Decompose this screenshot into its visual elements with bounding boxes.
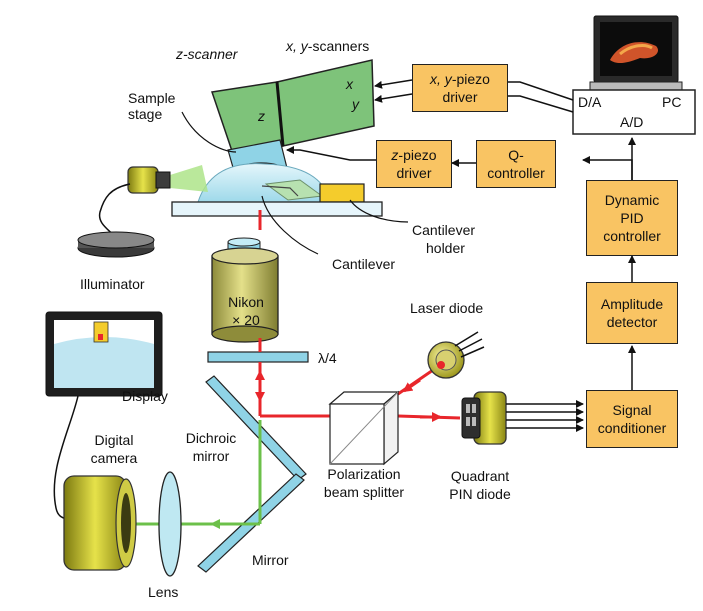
pc-label: PC <box>662 94 682 110</box>
sig-line-2: conditioner <box>597 420 667 436</box>
laser-arrowheads <box>255 370 442 422</box>
sig-line-1: Signal <box>612 402 652 418</box>
leader-lines <box>181 111 409 255</box>
q-controller-line-1: Q- <box>508 147 524 163</box>
cantilever-holder <box>319 183 365 203</box>
amplitude-detector: Amplitude detector <box>586 282 678 344</box>
imaging-lens <box>158 471 182 577</box>
z-piezo-driver: z-piezo driver <box>376 140 452 188</box>
pc-monitor <box>589 15 683 91</box>
amp-line-2: detector <box>606 314 658 330</box>
quadrant-label-2: PIN diode <box>449 486 511 502</box>
digital-camera <box>63 475 137 571</box>
sample-stage-label-2: stage <box>128 106 163 122</box>
pc-da-label: D/A <box>578 94 602 110</box>
q-controller-line-2: controller <box>487 165 545 181</box>
laser-diode-device <box>427 331 485 379</box>
signal-lines <box>506 400 584 432</box>
quadrant-label-1: Quadrant <box>450 468 510 484</box>
lambda4-label: λ/4 <box>318 350 337 366</box>
z-scanner-label: z-scanner <box>176 46 238 62</box>
laser-diode-label: Laser diode <box>410 300 484 316</box>
sample-stage-label-1: Sample <box>128 90 176 106</box>
cantilever-holder-label-2: holder <box>426 240 465 256</box>
lens-label: Lens <box>148 584 179 600</box>
mirror-label: Mirror <box>252 552 289 568</box>
xy-scanners-label: x, y-scanners <box>286 38 369 55</box>
dichroic-label-1: Dichroic <box>185 430 237 446</box>
pid-line-2: PID <box>620 210 644 226</box>
q-controller: Q- controller <box>476 140 556 188</box>
imaging-beam <box>130 420 262 526</box>
illuminator-base <box>77 231 155 258</box>
illuminator-label: Illuminator <box>80 276 145 292</box>
pid-line-3: controller <box>603 228 661 244</box>
cantilever-label: Cantilever <box>332 256 396 272</box>
dichroic-label-2: mirror <box>192 448 230 464</box>
z-driver-line-2: driver <box>396 165 432 181</box>
illuminator-head <box>98 165 208 239</box>
objective-label-2: × 20 <box>232 312 260 328</box>
axis-z-label: z <box>258 108 265 124</box>
display-label: Display <box>122 388 168 404</box>
display-monitor <box>45 311 163 397</box>
xy-scanners-word: -scanners <box>307 38 370 54</box>
quadrant-pin-diode <box>461 391 507 445</box>
digital-camera-label-2: camera <box>90 450 138 466</box>
xy-scanner-block <box>275 59 375 147</box>
control-wires <box>286 79 636 390</box>
digital-camera-label-1: Digital <box>94 432 134 448</box>
cantilever-holder-label-1: Cantilever <box>412 222 476 238</box>
dynamic-pid-controller: Dynamic PID controller <box>586 180 678 256</box>
axis-y-label: y <box>352 96 359 112</box>
pbs-label-1: Polarization <box>327 466 401 482</box>
amp-line-1: Amplitude <box>600 296 664 312</box>
xy-driver-line-1: x, y-piezo <box>430 71 490 87</box>
z-driver-line-1: z-piezo <box>391 147 437 163</box>
xy-piezo-driver: x, y-piezo driver <box>412 64 508 112</box>
pc-ad-label: A/D <box>620 114 644 130</box>
xy-scanners-axes: x, y <box>286 38 308 54</box>
objective-label-1: Nikon <box>228 294 264 310</box>
xy-driver-line-2: driver <box>442 89 478 105</box>
pid-line-1: Dynamic <box>604 192 660 208</box>
base-plate <box>171 201 383 217</box>
signal-conditioner: Signal conditioner <box>586 390 678 448</box>
quarter-wave-plate <box>207 351 309 363</box>
objective-lens <box>211 237 279 343</box>
axis-x-label: x <box>346 76 353 92</box>
beam-splitter-cube <box>328 390 400 466</box>
pbs-label-2: beam splitter <box>323 484 405 500</box>
dichroic-mirror <box>205 375 307 481</box>
